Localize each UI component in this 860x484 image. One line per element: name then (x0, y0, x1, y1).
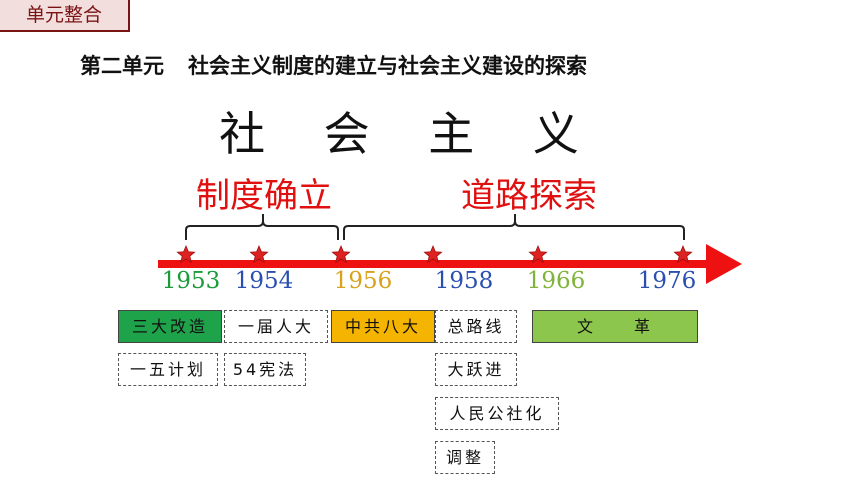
timeline-star-1953 (176, 244, 196, 264)
timeline-star-1966 (528, 244, 548, 264)
event-box-renmin-gongshe: 人民公社化 (435, 397, 559, 430)
year-1956: 1956 (333, 268, 393, 294)
event-box-zhonggong-bada: 中共八大 (331, 310, 435, 343)
event-box-tiaozheng: 调整 (435, 441, 495, 474)
event-box-54-xianfa: 54宪法 (224, 353, 306, 386)
year-1953: 1953 (161, 268, 221, 294)
event-box-yiwu-jihua: 一五计划 (118, 353, 218, 386)
year-1976: 1976 (637, 268, 697, 294)
unit-subject: 社会主义制度的建立与社会主义建设的探索 (188, 54, 587, 78)
event-box-dayuejin: 大跃进 (435, 353, 517, 386)
timeline-star-1956 (331, 244, 351, 264)
timeline-arrow-shaft (158, 260, 718, 268)
phase-exploration: 道路探索 (461, 176, 597, 216)
event-box-zongluxian: 总路线 (435, 310, 517, 343)
timeline-arrow-head (706, 244, 742, 284)
brace-right (343, 214, 685, 240)
unit-label: 第二单元 (80, 54, 164, 78)
timeline-star-1954 (249, 244, 269, 264)
timeline-star-1958 (423, 244, 443, 264)
unit-integration-tag: 单元整合 (0, 0, 130, 32)
timeline-star-1976 (673, 244, 693, 264)
event-box-yijie-renda: 一届人大 (224, 310, 328, 343)
main-title: 社 会 主 义 (219, 107, 601, 161)
event-box-sanda-gaizao: 三大改造 (118, 310, 222, 343)
year-1966: 1966 (526, 268, 586, 294)
year-1958: 1958 (434, 268, 494, 294)
year-1954: 1954 (234, 268, 294, 294)
phase-establishment: 制度确立 (196, 176, 332, 216)
unit-title: 第二单元社会主义制度的建立与社会主义建设的探索 (80, 50, 587, 80)
event-box-wenge: 文 革 (532, 310, 698, 343)
brace-left (185, 214, 339, 240)
